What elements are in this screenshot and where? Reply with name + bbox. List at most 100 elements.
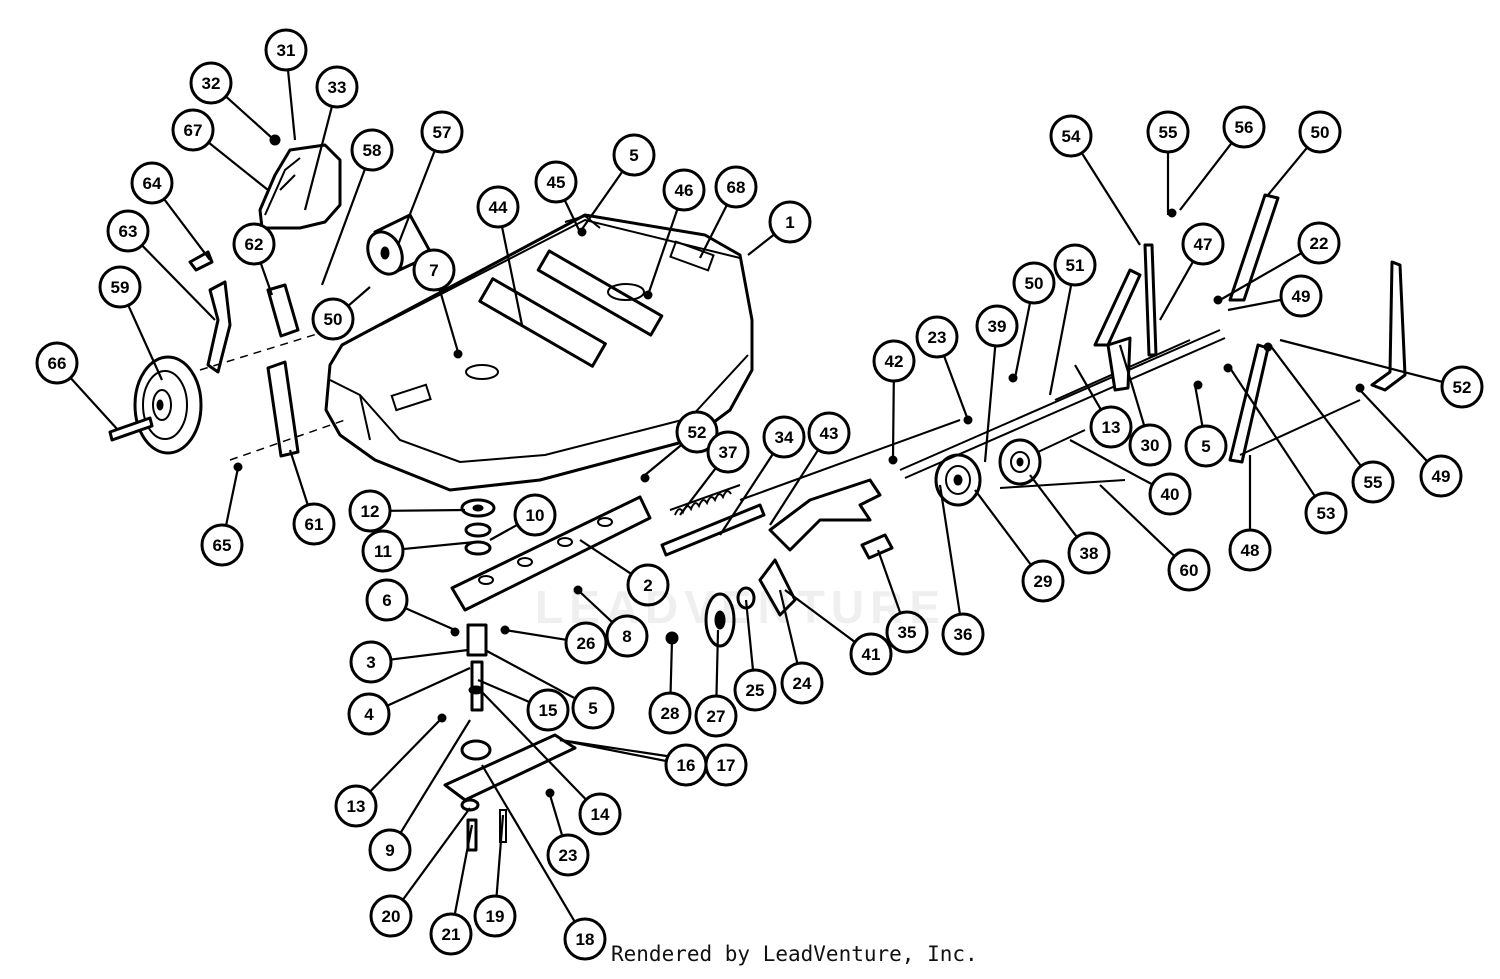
callout-circle — [476, 185, 520, 229]
leader-line-4 — [386, 666, 471, 707]
callout-61: 61 — [292, 502, 336, 546]
callout-label: 19 — [486, 907, 505, 926]
callout-10: 10 — [513, 493, 557, 537]
callout-49: 49 — [1279, 274, 1323, 318]
callout-circle — [849, 632, 893, 676]
callout-label: 38 — [1080, 544, 1099, 563]
callout-circle — [605, 614, 649, 658]
leader-line-63 — [141, 244, 216, 321]
callout-53: 53 — [1304, 491, 1348, 535]
gauge-wheel-part — [108, 355, 203, 455]
callout-label: 21 — [442, 925, 461, 944]
callout-label: 13 — [347, 797, 366, 816]
callout-label: 65 — [213, 536, 232, 555]
callout-circle — [694, 694, 738, 738]
callout-circle — [98, 265, 142, 309]
leader-line-62 — [259, 262, 274, 296]
callout-30: 30 — [1128, 423, 1172, 467]
callout-label: 52 — [688, 423, 707, 442]
callout-label: 59 — [111, 278, 130, 297]
leader-line-45 — [563, 199, 581, 233]
callout-19: 19 — [473, 894, 517, 938]
callout-7: 7 — [412, 248, 456, 292]
callout-circle — [1067, 531, 1111, 575]
callout-circle — [1304, 491, 1348, 535]
callout-circle — [1297, 221, 1341, 265]
callout-40: 40 — [1148, 472, 1192, 516]
callout-58: 58 — [350, 128, 394, 172]
callout-5: 5 — [571, 686, 615, 730]
callout-circle — [780, 661, 824, 705]
callout-20: 20 — [369, 894, 413, 938]
leader-line-31 — [286, 69, 297, 141]
leader-line-7 — [438, 288, 460, 353]
callout-label: 47 — [1194, 235, 1213, 254]
callout-label: 11 — [374, 542, 392, 561]
callout-1: 1 — [768, 200, 812, 244]
callout-label: 12 — [361, 502, 380, 521]
callout-52: 52 — [1440, 365, 1484, 409]
leader-line-39 — [983, 345, 997, 463]
callout-circle — [368, 828, 412, 872]
callout-38: 38 — [1067, 531, 1111, 575]
leader-line-37 — [679, 467, 717, 516]
leader-line-42 — [891, 380, 895, 459]
leader-line-12 — [389, 508, 466, 512]
callout-46: 46 — [662, 168, 706, 212]
callout-circle — [675, 410, 719, 454]
leader-line-56 — [1179, 142, 1233, 211]
leader-line-47 — [1159, 260, 1195, 321]
callout-label: 37 — [719, 443, 738, 462]
leader-line-50 — [1013, 302, 1032, 379]
callout-circle — [1128, 423, 1172, 467]
callout-15: 15 — [526, 688, 570, 732]
callout-label: 45 — [547, 173, 566, 192]
callout-label: 22 — [1310, 234, 1329, 253]
callout-63: 63 — [106, 209, 150, 253]
callout-circle — [171, 108, 215, 152]
leader-line-57 — [396, 150, 436, 246]
callout-16: 16 — [664, 743, 708, 787]
callout-circle — [762, 415, 806, 459]
callout-label: 10 — [526, 506, 545, 525]
callout-label: 2 — [643, 576, 652, 595]
callout-label: 50 — [324, 310, 343, 329]
callout-circle — [1184, 424, 1228, 468]
callout-label: 39 — [988, 317, 1007, 336]
callout-12: 12 — [348, 489, 392, 533]
leader-line-52 — [1279, 338, 1443, 384]
callout-label: 49 — [1432, 467, 1451, 486]
callout-label: 50 — [1025, 274, 1044, 293]
callout-circle — [412, 248, 456, 292]
callout-label: 23 — [559, 846, 578, 865]
callout-label: 35 — [898, 623, 917, 642]
callout-label: 27 — [707, 707, 726, 726]
leader-line-28 — [669, 639, 674, 694]
leader-line-38 — [1029, 474, 1078, 538]
callout-circle — [1228, 528, 1272, 572]
callout-9: 9 — [368, 828, 412, 872]
callout-circle — [35, 341, 79, 385]
callout-label: 6 — [382, 591, 391, 610]
callout-55: 55 — [1351, 460, 1395, 504]
leader-line-50 — [1267, 146, 1309, 196]
leader-line-1 — [747, 233, 775, 256]
callout-circle — [189, 61, 233, 105]
callout-label: 49 — [1292, 287, 1311, 306]
leader-line-11 — [402, 540, 476, 551]
leader-line-49 — [1227, 298, 1282, 312]
blade-part — [443, 733, 577, 852]
callout-label: 68 — [727, 178, 746, 197]
callout-circle — [1298, 110, 1342, 154]
callout-label: 17 — [717, 756, 736, 775]
callout-label: 24 — [793, 674, 812, 693]
leader-line-44 — [500, 226, 524, 326]
callout-label: 40 — [1161, 485, 1180, 504]
callout-13: 13 — [1089, 405, 1133, 449]
leader-line-3 — [390, 648, 469, 661]
leader-line-58 — [320, 168, 367, 286]
callout-64: 64 — [130, 161, 174, 205]
callout-23: 23 — [915, 315, 959, 359]
render-credit: Rendered by LeadVenture, Inc. — [611, 942, 978, 966]
callout-label: 8 — [622, 627, 631, 646]
